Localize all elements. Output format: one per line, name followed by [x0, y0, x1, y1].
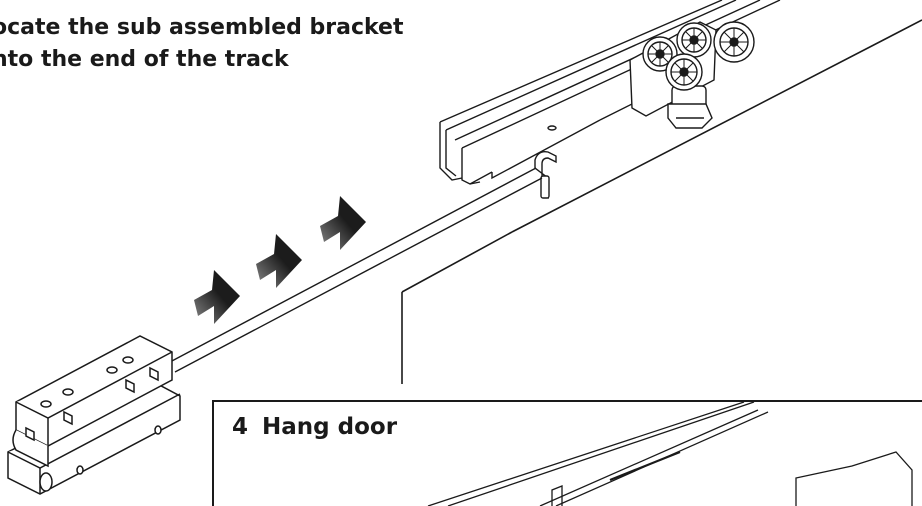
motion-arrow-icon: [256, 234, 302, 288]
top-track: [439, 0, 781, 185]
motion-arrows: [194, 196, 366, 324]
step-title-text: Hang door: [262, 414, 398, 440]
door-outline: [401, 19, 922, 384]
roller-carriage: [629, 21, 755, 129]
instruction-line-1: ocate the sub assembled bracket: [0, 15, 404, 40]
step4-track-preview: [427, 401, 913, 506]
wheel-icon: [665, 53, 703, 91]
guide-rod: [169, 167, 543, 373]
motion-arrow-icon: [194, 270, 240, 324]
wheel-icon: [713, 21, 755, 63]
step-panel: [212, 400, 922, 506]
wheel-icon: [676, 22, 712, 58]
motion-arrow-icon: [320, 196, 366, 250]
step-number: 4: [232, 414, 249, 440]
instruction-line-2: nto the end of the track: [0, 47, 289, 72]
sub-assembled-bracket: [7, 335, 181, 495]
hanger-bolt: [534, 150, 557, 199]
step-heading: 4 Hang door: [232, 414, 397, 440]
instruction-caption: ocate the sub assembled bracket nto the …: [0, 12, 403, 76]
